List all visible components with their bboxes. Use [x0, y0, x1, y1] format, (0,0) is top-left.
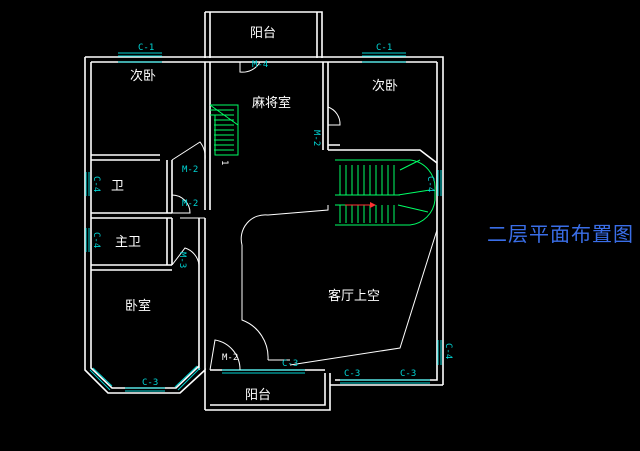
tag-m2-bath: M-2: [182, 165, 198, 175]
room-label-bedroom: 卧室: [125, 298, 151, 314]
stair-left: [209, 104, 239, 156]
tag-c4-bath: C-4: [91, 176, 101, 192]
room-label-mahjong-room: 麻将室: [252, 95, 291, 111]
tag-m2-mid: M-2: [182, 199, 198, 209]
balcony-top: [204, 11, 323, 58]
room-label-balcony-bottom: 阳台: [245, 388, 271, 403]
room-label-master-bath: 主卫: [115, 235, 141, 250]
tag-c3-right1: C-3: [344, 369, 360, 379]
tag-c4-mbath: C-4: [91, 232, 101, 248]
room-label-balcony-top: 阳台: [250, 26, 276, 41]
room-label-living-void: 客厅上空: [328, 288, 380, 304]
tag-c3-bedroom: C-3: [142, 378, 158, 388]
stair-mark: 1: [219, 160, 229, 165]
tag-c1-left: C-1: [138, 43, 154, 53]
tag-m4: M-4: [252, 60, 268, 70]
tag-c1-right: C-1: [376, 43, 392, 53]
doors: [171, 61, 341, 371]
room-label-bath: 卫: [111, 179, 124, 194]
room-label-bedroom-right: 次卧: [372, 78, 398, 94]
tag-m2-bottom: M-2: [222, 353, 238, 363]
plan-title: 二层平面布置图: [487, 222, 634, 246]
room-label-bedroom-left: 次卧: [130, 68, 156, 84]
tag-c4-stair: C-4: [425, 176, 435, 192]
living-void-outline: [240, 205, 438, 366]
tag-c3-balcony: C-3: [282, 359, 298, 369]
windows: [85, 52, 442, 392]
stair-arrow-icon: [345, 202, 376, 208]
tag-c4-right: C-4: [443, 343, 453, 359]
tag-m3: M-3: [177, 252, 187, 268]
tag-c3-right2: C-3: [400, 369, 416, 379]
stair-right: [335, 159, 436, 226]
tag-m2-top: M-2: [311, 130, 321, 146]
